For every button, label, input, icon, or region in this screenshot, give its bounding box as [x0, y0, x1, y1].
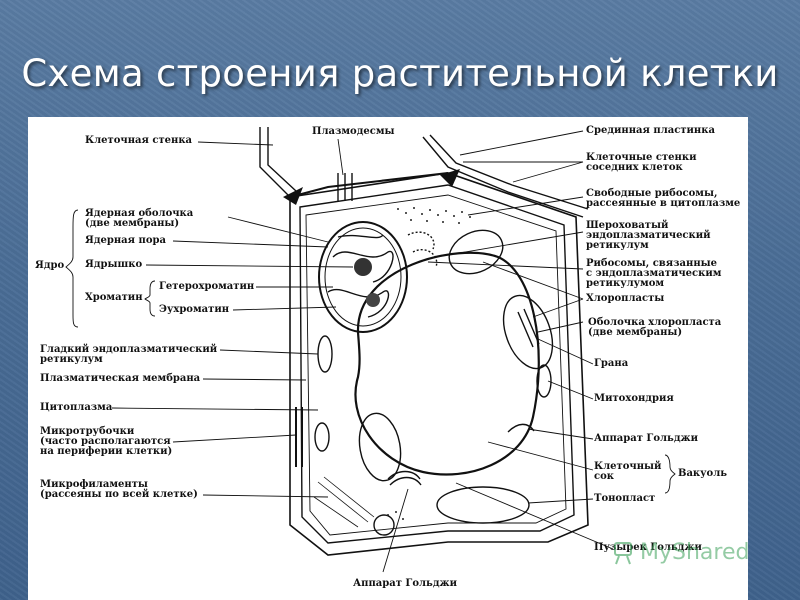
label-cell-wall: Клеточная стенка	[85, 135, 193, 146]
nucleus-envelope-outer	[318, 221, 408, 333]
label-nucleolus: Ядрышко	[85, 259, 143, 270]
label-euchromatin: Эухроматин	[159, 304, 230, 315]
chloroplast-right	[502, 294, 554, 370]
mitochondrion-1	[317, 335, 333, 373]
label-neighbor-walls: Клеточные стенки соседних клеток	[586, 152, 697, 173]
chromatin-strand-1	[332, 250, 394, 283]
plasma-membrane	[305, 194, 567, 536]
cell-diagram	[65, 127, 676, 573]
label-nuclear-envelope: Ядерная оболочка (две мембраны)	[85, 208, 194, 229]
label-golgi-vesicle: Пузырек Гольджи	[594, 542, 702, 553]
label-microtubules: Микротрубочки (часто располагаются на пе…	[40, 426, 173, 457]
label-nucleus: Ядро	[35, 260, 65, 271]
label-cell-sap: Клеточный сок	[594, 461, 662, 482]
label-golgi-bottom: Аппарат Гольджи	[353, 578, 458, 589]
grana-2	[523, 308, 540, 345]
watermark-logo-icon	[614, 542, 632, 565]
golgi-vesicle-small	[373, 514, 395, 536]
mitochondrion-2	[536, 364, 552, 398]
label-cytoplasm: Цитоплазма	[40, 402, 113, 413]
watermark-text: MyShared	[640, 540, 750, 565]
nucleus-envelope-inner	[324, 227, 402, 327]
middle-lamella-top	[289, 172, 449, 198]
golgi-stack-1	[387, 470, 421, 480]
leader-lines	[65, 130, 676, 573]
label-vacuole: Вакуоль	[678, 468, 728, 479]
label-smooth-er: Гладкий эндоплазматический ретикулум	[40, 344, 218, 365]
golgi-stack-3	[507, 423, 535, 433]
label-plasmodesmata: Плазмодесмы	[312, 126, 395, 137]
label-chloroplasts: Хлоропласты	[586, 293, 665, 304]
free-ribosomes	[387, 207, 471, 520]
lamella-junction-right	[440, 169, 460, 187]
nucleolus-2	[366, 293, 380, 307]
label-microfilaments: Микрофиламенты (рассеяны по всей клетке)	[40, 479, 198, 500]
chloroplast-bottom	[436, 486, 530, 524]
lamella-junction-left	[283, 187, 303, 205]
label-chromatin: Хроматин	[85, 292, 143, 303]
golgi-stack-2	[389, 476, 422, 486]
label-golgi: Аппарат Гольджи	[594, 433, 699, 444]
label-bound-ribosomes: Рибосомы, связанные с эндоплазматическим…	[586, 258, 722, 289]
label-heterochromatin: Гетерохроматин	[159, 281, 255, 292]
label-rough-er: Шероховатый эндоплазматический ретикулум	[586, 220, 711, 251]
chloroplast-lower-left	[358, 412, 402, 482]
slide-title: Схема строения растительной клетки	[21, 52, 779, 95]
chromatin-strand-3	[337, 234, 384, 239]
vacuole	[354, 251, 540, 476]
grana-1	[517, 311, 534, 348]
label-chloroplast-envelope: Оболочка хлоропласта (две мембраны)	[588, 317, 722, 338]
neighbor-cell-wall-right	[422, 136, 584, 218]
cell-wall-inner	[299, 184, 575, 544]
label-grana: Грана	[594, 358, 629, 369]
microfilament-1	[317, 481, 369, 523]
neighbor-cell-wall-right-inner	[429, 134, 589, 210]
rough-er-2	[412, 249, 438, 268]
label-tonoplast: Тонопласт	[594, 493, 656, 504]
mitochondrion-3	[314, 422, 330, 452]
chloroplast-large	[448, 229, 504, 275]
neighbor-cell-wall-left	[259, 127, 291, 198]
microfilament-3	[313, 496, 359, 528]
chromatin-strand-2	[327, 288, 390, 318]
cell-wall-outer	[289, 172, 589, 556]
label-middle-lamella: Срединная пластинка	[586, 125, 715, 136]
label-plasma-membrane: Плазматическая мембрана	[40, 373, 201, 384]
microfilament-2	[323, 476, 375, 518]
diagram-panel: Клеточная стенка Ядерная оболочка (две м…	[28, 117, 748, 600]
nucleolus	[354, 258, 372, 276]
rough-er-1	[407, 231, 435, 250]
neighbor-cell-wall-left-inner	[267, 127, 297, 192]
label-mitochondrion: Митохондрия	[594, 393, 674, 404]
label-nuclear-pore: Ядерная пора	[85, 235, 166, 246]
label-free-ribosomes: Свободные рибосомы, рассеянные в цитопла…	[586, 188, 741, 209]
